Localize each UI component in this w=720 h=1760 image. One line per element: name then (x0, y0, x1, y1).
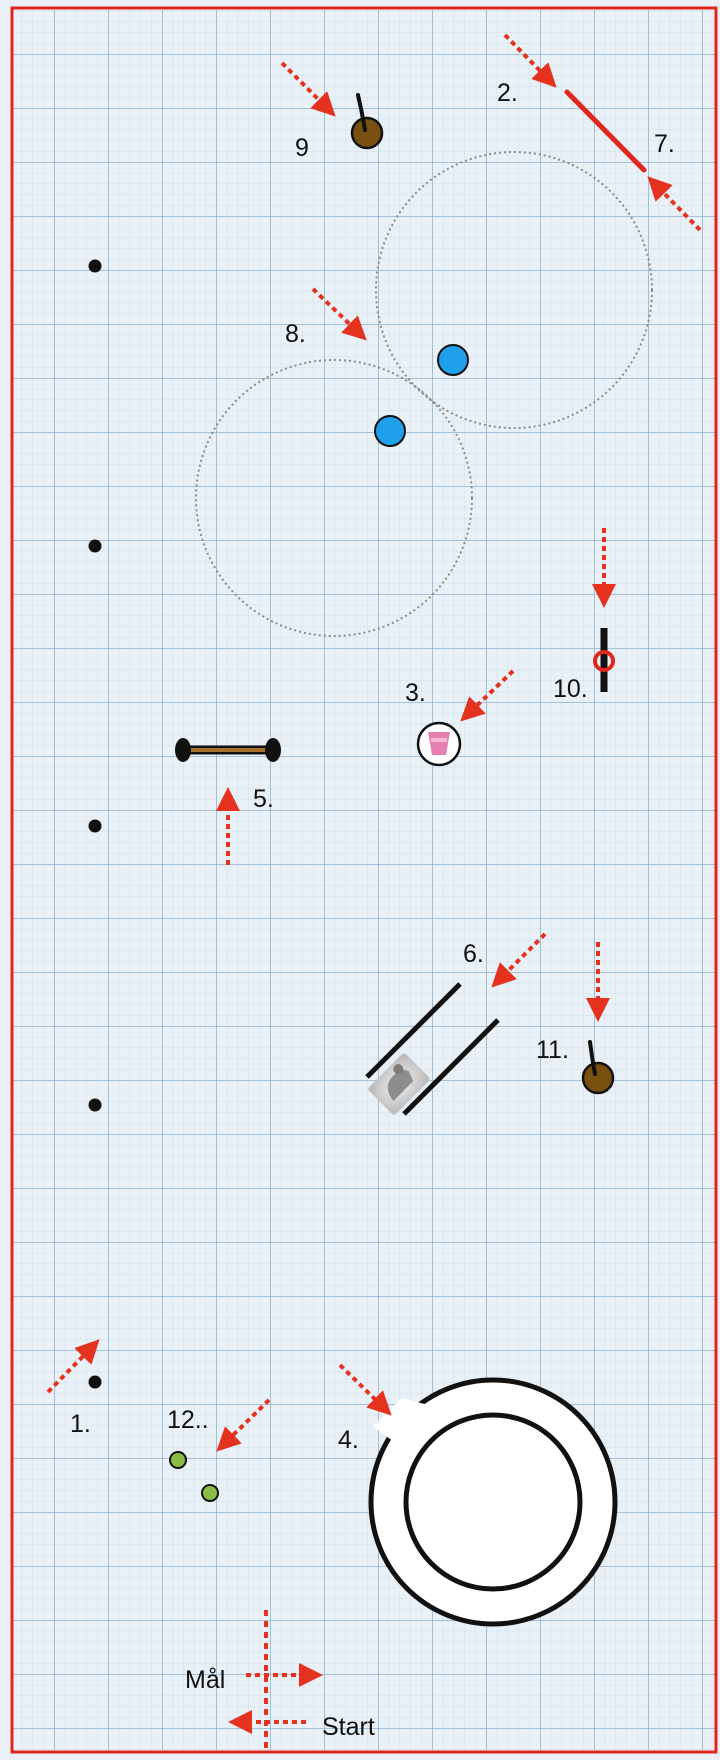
green-marker-icon (170, 1452, 186, 1468)
black-post-icon (89, 820, 102, 833)
blue-cone-icon (438, 345, 468, 375)
black-post-icon (89, 1376, 102, 1389)
station-label-5: 5. (253, 785, 274, 813)
black-post-icon (89, 1099, 102, 1112)
station-label-3: 3. (405, 679, 426, 707)
station-label-2: 2. (497, 79, 518, 107)
black-post-icon (89, 540, 102, 553)
station-label-9: 9 (295, 134, 309, 162)
black-post-icon (89, 260, 102, 273)
ring-icon (371, 1380, 615, 1624)
station-label-7: 7. (654, 130, 675, 158)
blue-cone-icon (375, 416, 405, 446)
station-label-6: 6. (463, 940, 484, 968)
station-label-11: 11. (536, 1036, 569, 1064)
station-label-4: 4. (338, 1426, 359, 1454)
station-label-1: 1. (70, 1410, 91, 1438)
station-label-8: 8. (285, 320, 306, 348)
pink-cup-icon (418, 723, 460, 765)
finish-label: Mål (185, 1666, 225, 1694)
station-label-10: 10. (553, 675, 588, 703)
station-label-12: 12.. (167, 1406, 209, 1434)
green-marker-icon (202, 1485, 218, 1501)
start-label: Start (322, 1713, 375, 1741)
